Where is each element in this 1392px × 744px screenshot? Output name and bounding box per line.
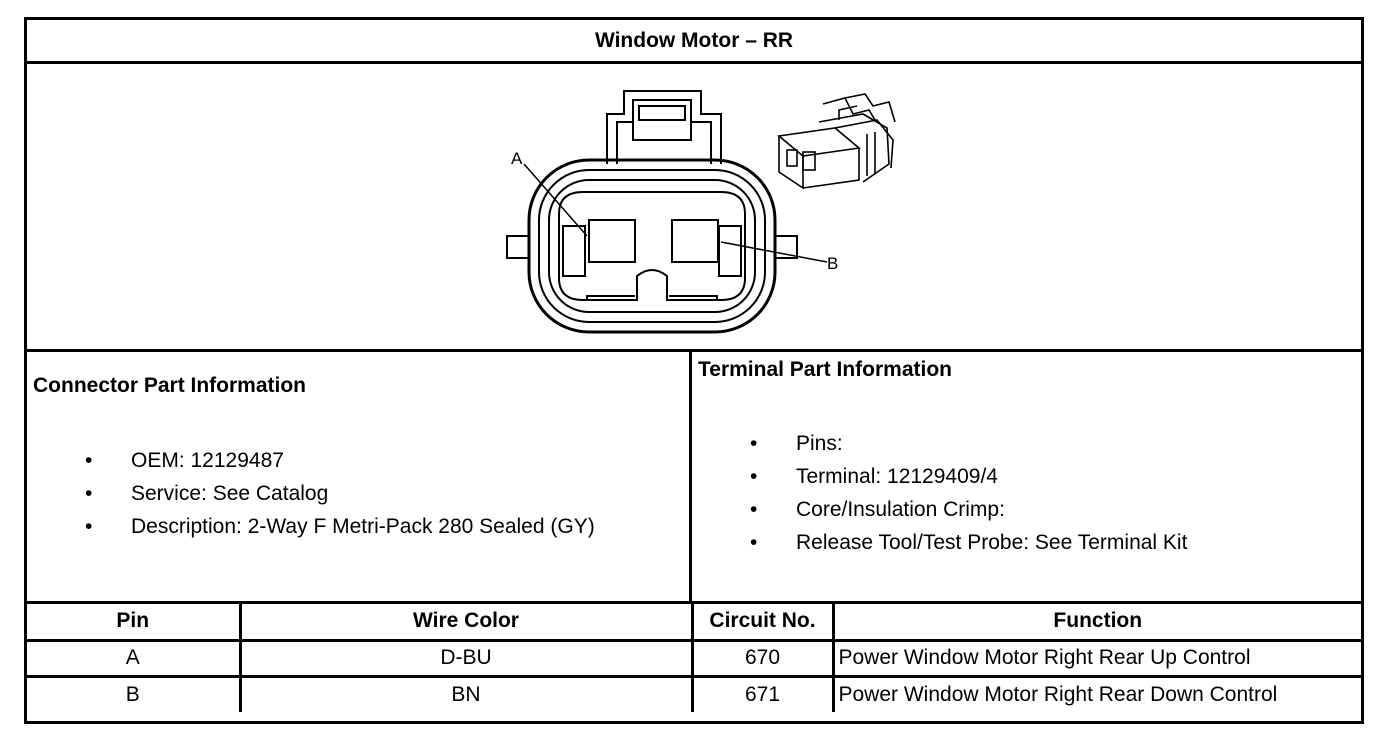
connector-diagram-panel: A B (27, 64, 1361, 352)
connector-face-diagram: A B (506, 90, 896, 334)
list-item: •Pins: (750, 427, 1187, 460)
list-item: •Terminal: 12129409/4 (750, 460, 1187, 493)
function-cell: Power Window Motor Right Rear Up Control (831, 638, 1361, 678)
column-header-pin: Pin (27, 604, 242, 642)
connector-info-list: •OEM: 12129487 •Service: See Catalog •De… (85, 444, 595, 543)
circuit-cell: 670 (690, 638, 835, 678)
terminal-info-heading: Terminal Part Information (698, 358, 952, 381)
sheet-title: Window Motor – RR (27, 20, 1361, 64)
list-item: •Release Tool/Test Probe: See Terminal K… (750, 526, 1187, 559)
list-item: •OEM: 12129487 (85, 444, 595, 477)
wire-color-cell: D-BU (238, 638, 694, 678)
connector-thumbnail (777, 93, 896, 190)
bullet-icon: • (750, 498, 758, 521)
list-item: •Service: See Catalog (85, 477, 595, 510)
bullet-icon: • (750, 465, 758, 488)
circuit-cell: 671 (690, 674, 835, 712)
connector-sheet: Window Motor – RR (24, 17, 1364, 724)
list-item: •Core/Insulation Crimp: (750, 493, 1187, 526)
pin-cell: B (27, 674, 242, 712)
bullet-icon: • (85, 449, 93, 472)
pin-cell: A (27, 638, 242, 678)
wire-color-cell: BN (238, 674, 694, 712)
column-header-circuit: Circuit No. (690, 604, 835, 642)
pinout-table: Pin Wire Color Circuit No. Function A D-… (27, 604, 1361, 712)
bullet-icon: • (750, 531, 758, 554)
table-row: B BN 671 Power Window Motor Right Rear D… (27, 674, 1361, 712)
terminal-part-info: Terminal Part Information •Pins: •Termin… (692, 352, 1364, 604)
connector-info-heading: Connector Part Information (33, 374, 307, 397)
pin-label-a: A (511, 149, 523, 168)
bullet-icon: • (85, 515, 93, 538)
list-item: •Description: 2-Way F Metri-Pack 280 Sea… (85, 510, 595, 543)
pin-label-b: B (827, 254, 838, 273)
table-row: A D-BU 670 Power Window Motor Right Rear… (27, 638, 1361, 678)
column-header-wire-color: Wire Color (238, 604, 694, 642)
bullet-icon: • (750, 432, 758, 455)
function-cell: Power Window Motor Right Rear Down Contr… (831, 674, 1361, 712)
connector-part-info: Connector Part Information •OEM: 1212948… (27, 352, 692, 604)
bullet-icon: • (85, 482, 93, 505)
terminal-info-list: •Pins: •Terminal: 12129409/4 •Core/Insul… (750, 427, 1187, 559)
table-header-row: Pin Wire Color Circuit No. Function (27, 604, 1361, 642)
column-header-function: Function (831, 604, 1361, 642)
